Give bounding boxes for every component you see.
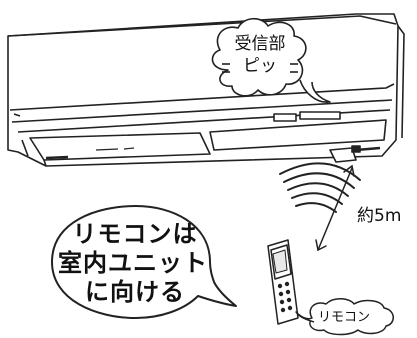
- instruction-line-2: 室内ユニット: [58, 249, 208, 277]
- distance-arrow: [315, 164, 355, 252]
- remote-label-bubble: [295, 298, 394, 336]
- receiver-label: 受信部: [234, 34, 286, 54]
- signal-waves: [279, 162, 361, 213]
- remote-control-label: リモコン: [318, 310, 371, 325]
- instruction-bubble: [51, 205, 237, 319]
- instruction-line-3: に向ける: [85, 278, 185, 306]
- instruction-line-1: リモコンは: [72, 220, 198, 248]
- remote-control: [267, 239, 299, 325]
- indoor-unit: [7, 13, 405, 167]
- beep-sound-label: ピッ: [243, 56, 277, 76]
- distance-label: 約5m: [357, 206, 402, 226]
- receiver-bubble: [211, 17, 331, 103]
